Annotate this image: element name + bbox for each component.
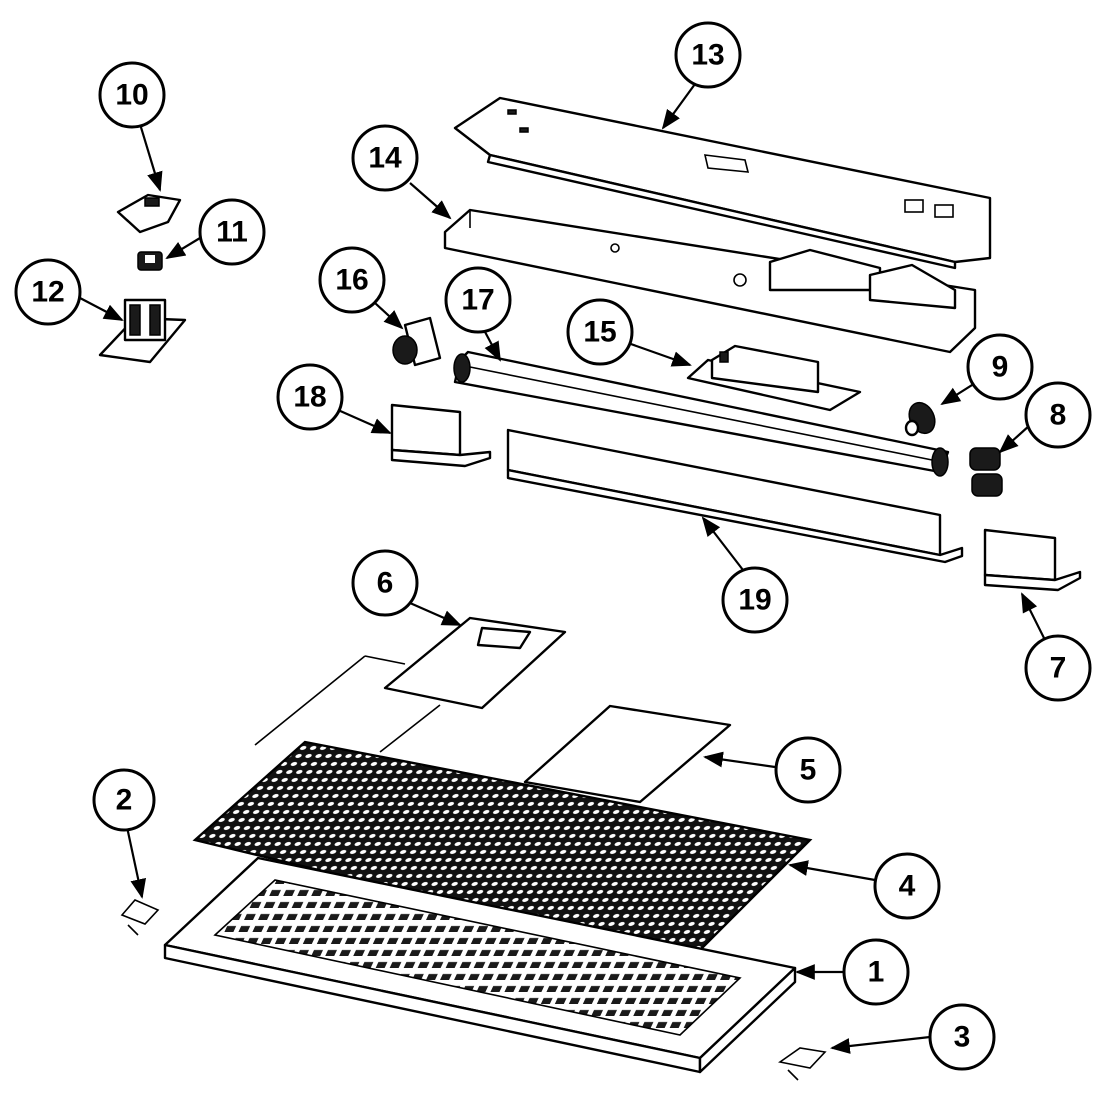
part-filter-sheet: [523, 704, 732, 804]
callout-label: 9: [992, 351, 1009, 384]
callout-4: 4: [873, 852, 941, 920]
callout-8: 8: [1024, 381, 1092, 449]
part-lamp-socket-left: [392, 316, 442, 367]
part-switch-bracket: [116, 193, 182, 234]
callout-label: 12: [31, 276, 64, 309]
callout-label: 10: [115, 79, 148, 112]
callout-7: 7: [1024, 634, 1092, 702]
part-terminal-block: [98, 298, 187, 364]
callout-label: 17: [461, 284, 494, 317]
callout-label: 3: [954, 1021, 971, 1054]
part-fluorescent-tube: [453, 350, 950, 477]
callout-label: 4: [899, 870, 916, 903]
part-cover-plate: [254, 616, 567, 753]
part-lens-panel: [506, 428, 964, 564]
callout-19: 19: [721, 566, 789, 634]
part-mounting-clip-right: [778, 1047, 827, 1081]
callout-14: 14: [351, 124, 419, 192]
callout-label: 16: [335, 264, 368, 297]
callout-15: 15: [566, 298, 634, 366]
callout-5: 5: [774, 736, 842, 804]
callout-12: 12: [14, 258, 82, 326]
part-end-bracket-left: [390, 403, 492, 468]
callout-label: 7: [1050, 652, 1067, 685]
part-mounting-clip-left: [120, 899, 160, 936]
callout-11: 11: [198, 198, 266, 266]
callout-3: 3: [928, 1003, 996, 1071]
part-starter: [904, 401, 936, 437]
callout-18: 18: [276, 363, 344, 431]
part-ballast: [686, 344, 862, 412]
callout-label: 18: [293, 381, 326, 414]
callout-16: 16: [318, 246, 386, 314]
callout-6: 6: [351, 549, 419, 617]
callout-label: 1: [868, 956, 885, 989]
callout-label: 11: [216, 216, 248, 249]
part-housing: [443, 208, 977, 354]
part-grille-tray: [163, 856, 797, 1074]
part-end-bracket-right: [983, 528, 1082, 592]
callout-label: 2: [116, 784, 133, 817]
callout-17: 17: [444, 266, 512, 334]
callout-13: 13: [674, 21, 742, 89]
callout-label: 15: [583, 316, 616, 349]
part-switch: [137, 251, 163, 271]
callout-label: 19: [738, 584, 771, 617]
callout-label: 14: [368, 142, 402, 175]
callout-9: 9: [966, 333, 1034, 401]
callout-label: 8: [1050, 399, 1067, 432]
part-top-cover: [453, 96, 992, 270]
part-lamp-socket-right: [969, 447, 1003, 497]
callout-label: 6: [377, 567, 394, 600]
callout-label: 5: [800, 754, 817, 787]
callout-10: 10: [98, 61, 166, 129]
callout-label: 13: [691, 39, 724, 72]
leader-lines: [79, 83, 1046, 1054]
callout-1: 1: [842, 938, 910, 1006]
callout-2: 2: [92, 768, 156, 832]
